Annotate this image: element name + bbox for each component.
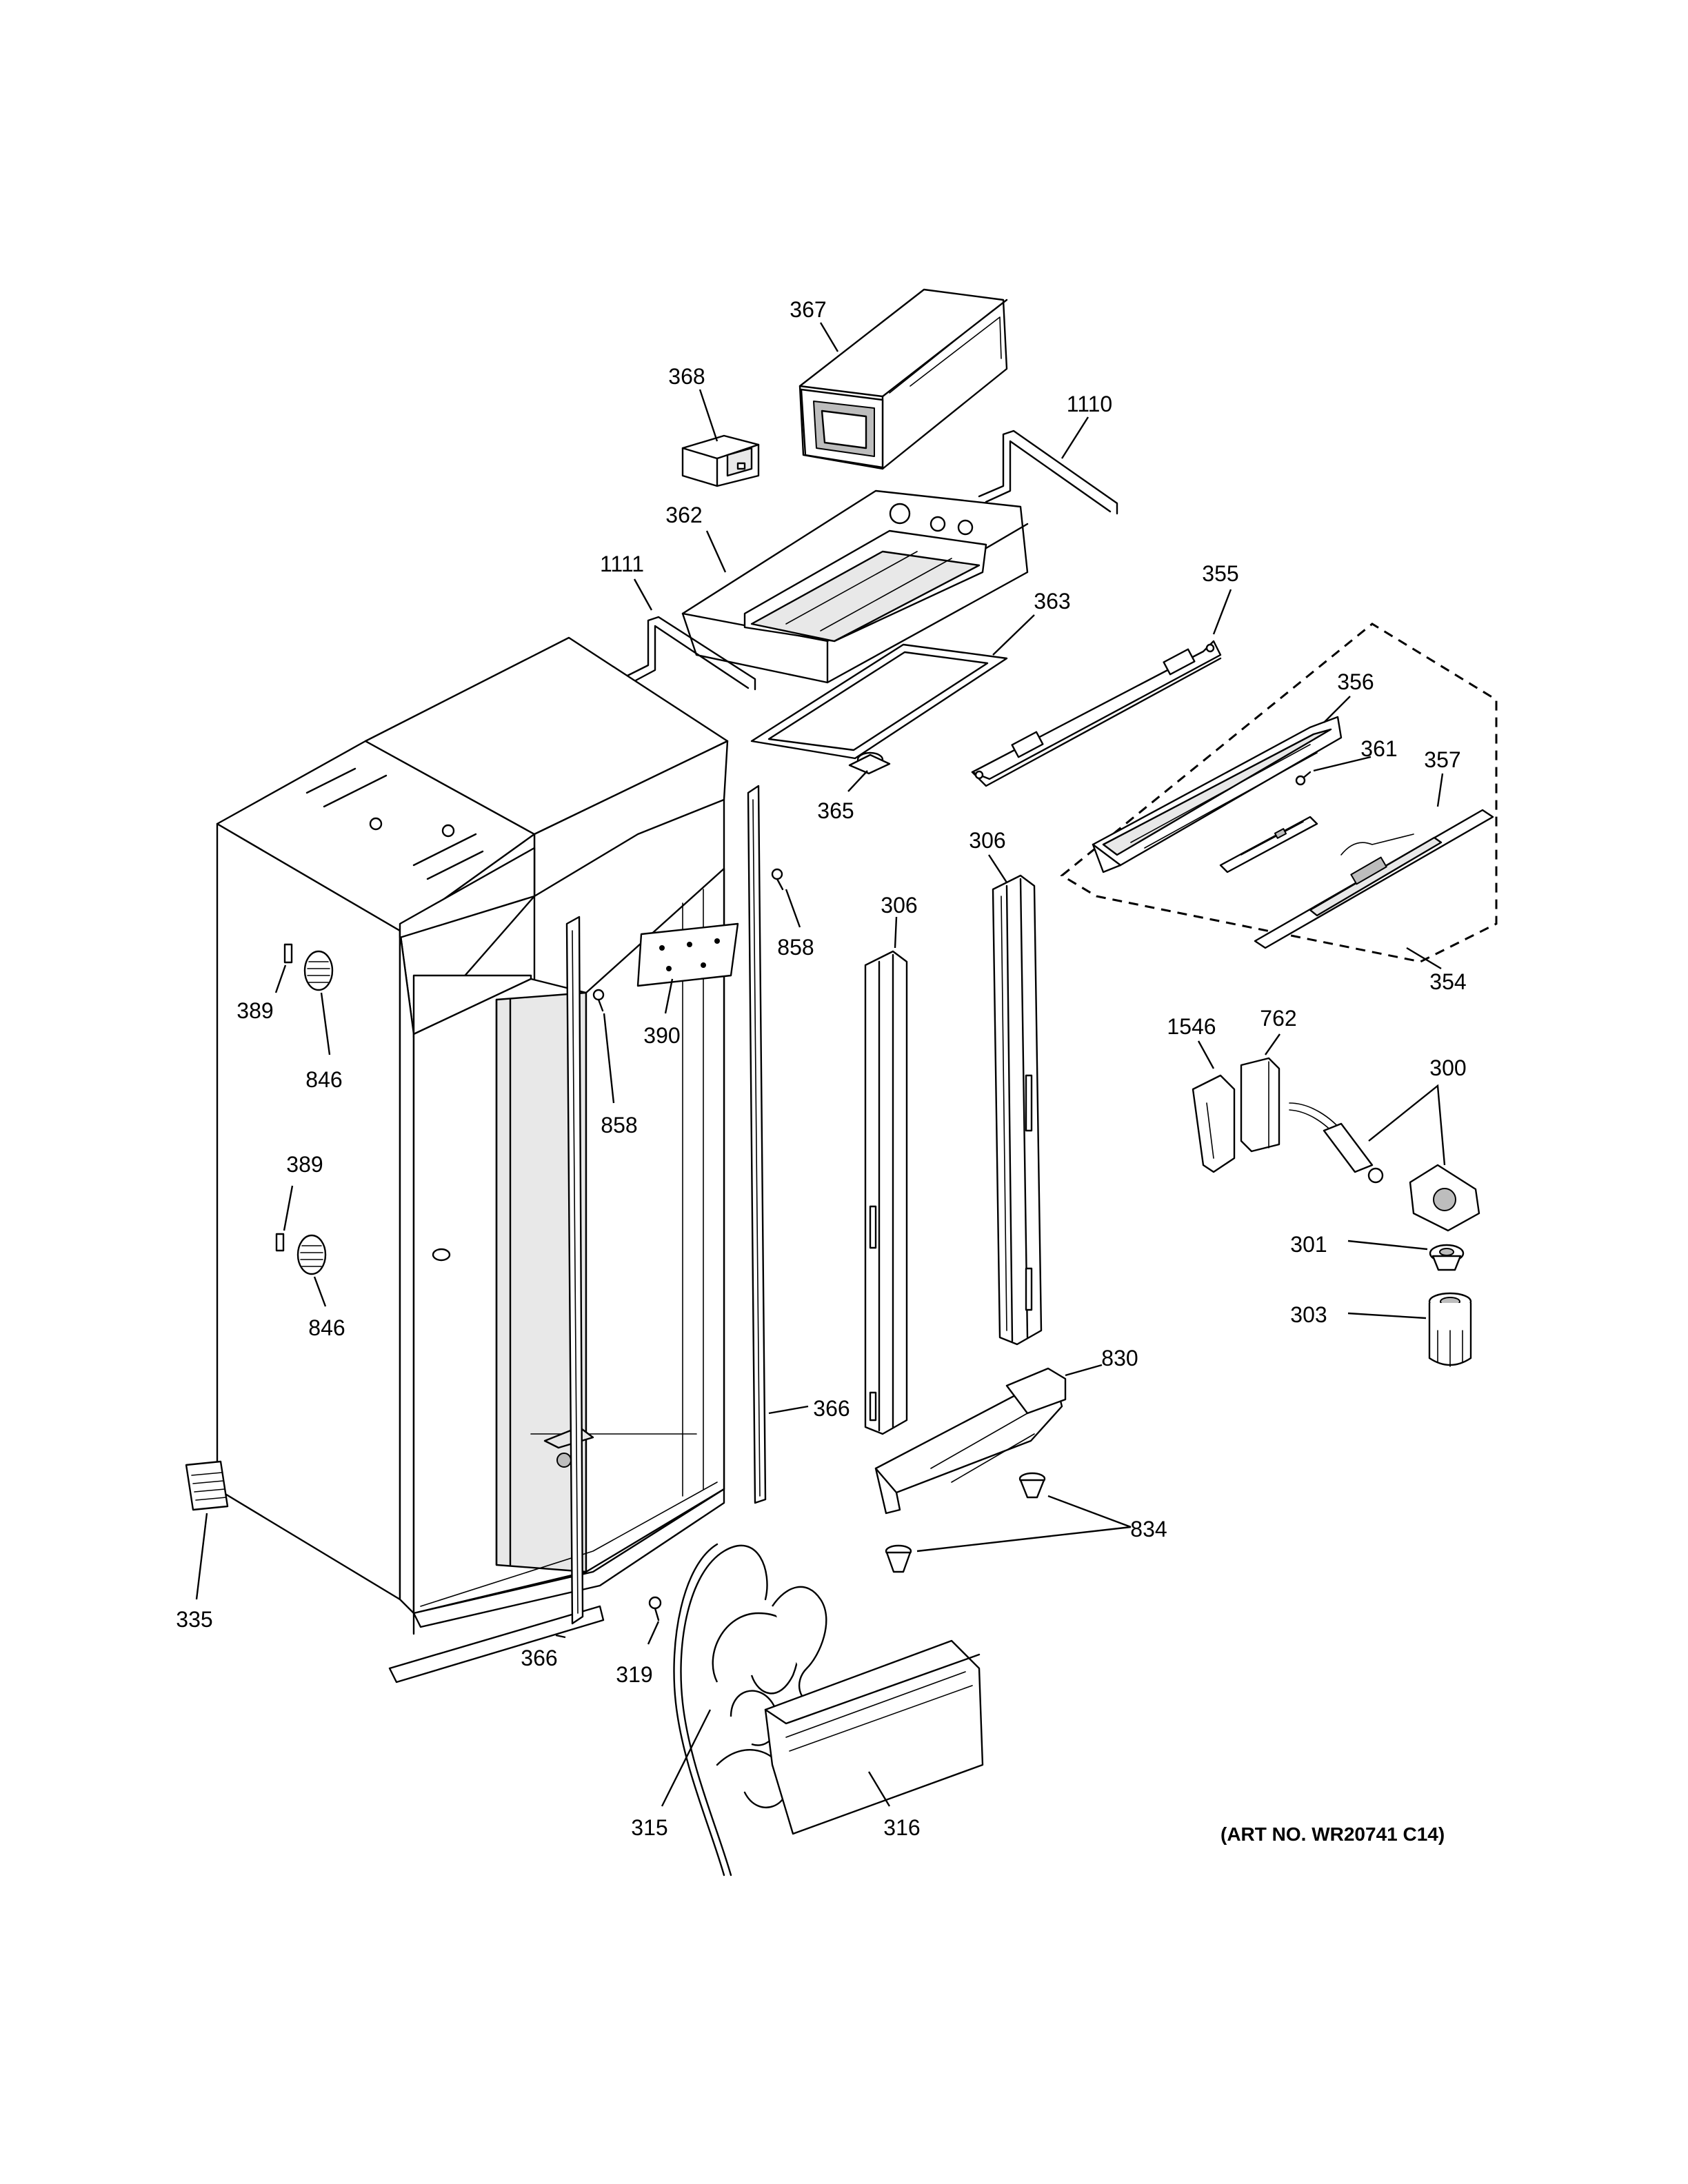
part-858-screw-upper — [771, 868, 801, 928]
cabinet-shell — [216, 636, 739, 1684]
callout-c361: 361 — [1360, 736, 1397, 761]
callout-c306b: 306 — [969, 828, 1005, 853]
callout-c367: 367 — [790, 297, 826, 322]
callout-c306a: 306 — [881, 893, 917, 918]
callout-c357: 357 — [1424, 747, 1460, 772]
callout-c389a: 389 — [237, 998, 273, 1023]
part-367-duct-housing — [798, 288, 1008, 470]
callout-c354: 354 — [1429, 969, 1466, 994]
callout-c301: 301 — [1290, 1232, 1327, 1257]
callout-c1546: 1546 — [1167, 1014, 1216, 1039]
callout-c858a: 858 — [777, 935, 814, 960]
callout-c303: 303 — [1290, 1302, 1327, 1327]
part-361-screw — [1295, 756, 1372, 786]
part-356-control-housing — [1092, 696, 1351, 873]
callout-c368: 368 — [668, 364, 705, 389]
callout-c355: 355 — [1202, 561, 1238, 586]
part-389-pin-upper — [274, 943, 293, 993]
part-335-vent-grille — [185, 1460, 229, 1600]
part-303-filter — [1347, 1292, 1472, 1367]
callout-c846a: 846 — [305, 1067, 342, 1092]
callout-c316: 316 — [883, 1815, 920, 1840]
part-834-foot-left — [885, 1544, 912, 1573]
part-389-pin-lower — [275, 1185, 294, 1252]
callout-c300: 300 — [1429, 1055, 1466, 1080]
part-834-leaders — [916, 1495, 1132, 1553]
callout-c363: 363 — [1034, 589, 1070, 614]
part-363-gasket-frame — [750, 614, 1035, 760]
control-board — [1219, 816, 1318, 873]
part-357-control-panel — [1254, 773, 1494, 949]
part-366-trim-right — [747, 785, 809, 1504]
part-355-channel-bar — [971, 589, 1232, 787]
part-1111-rod — [626, 578, 756, 691]
callout-c1111: 1111 — [600, 552, 644, 576]
part-306-rail-left — [864, 916, 908, 1435]
part-762-block — [1240, 1033, 1280, 1153]
callout-c362: 362 — [665, 503, 702, 527]
part-365-clip — [847, 751, 891, 792]
callout-c366b: 366 — [521, 1646, 557, 1670]
part-301-filter-cap — [1347, 1240, 1465, 1271]
callout-c846b: 846 — [308, 1315, 345, 1340]
callout-c356: 356 — [1337, 669, 1374, 694]
part-858-screw-lower — [592, 989, 615, 1104]
callout-c1110: 1110 — [1067, 392, 1112, 416]
callout-labels: 367 368 1110 362 1111 363 355 356 361 357 365 858 30… — [176, 297, 1466, 1840]
callout-c858b: 858 — [601, 1113, 637, 1138]
part-316-panel — [764, 1639, 984, 1835]
part-306-rail-right — [987, 854, 1043, 1346]
part-834-foot-right — [1018, 1472, 1046, 1499]
callout-c365: 365 — [817, 798, 854, 823]
part-366-trim-left — [555, 916, 584, 1639]
part-1546-bracket — [1192, 1040, 1236, 1173]
part-362-evaporator-tray — [681, 489, 1029, 684]
part-368-bracket — [681, 389, 760, 487]
part-354-leader — [1406, 947, 1442, 970]
art-number: (ART NO. WR20741 C14) — [1220, 1823, 1445, 1845]
callout-c366a: 366 — [813, 1396, 850, 1421]
callout-c335: 335 — [176, 1607, 212, 1632]
part-319-screw — [647, 1596, 662, 1645]
callout-c390: 390 — [643, 1023, 680, 1048]
part-354-assembly-outline — [1060, 623, 1498, 963]
callout-c762: 762 — [1260, 1006, 1296, 1031]
callout-c830: 830 — [1101, 1346, 1138, 1371]
part-846-vent-lower — [297, 1234, 327, 1307]
part-1110-rod — [978, 416, 1118, 515]
part-300-sensor-harness — [1289, 1084, 1480, 1232]
part-846-vent-upper — [303, 950, 334, 1055]
callout-c315: 315 — [631, 1815, 667, 1840]
part-830-bracket — [874, 1364, 1103, 1515]
callout-c834: 834 — [1130, 1517, 1167, 1541]
callout-c319: 319 — [616, 1662, 652, 1687]
part-390-plate — [664, 978, 674, 1014]
callout-c389b: 389 — [286, 1152, 323, 1177]
